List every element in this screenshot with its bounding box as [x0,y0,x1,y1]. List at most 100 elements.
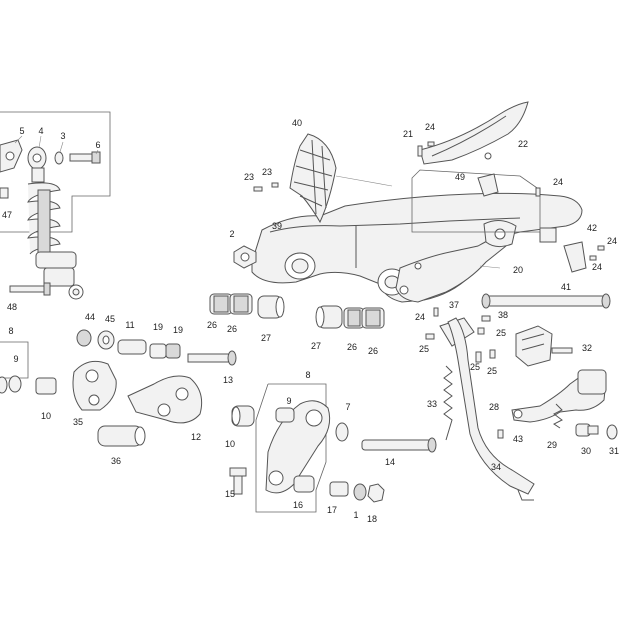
callout-7: 7 [345,402,350,412]
screw-24b [535,187,541,197]
callout-32: 32 [582,343,592,353]
bushing-9a [0,376,8,394]
bolt-15-head [229,467,247,477]
callout-26-b: 26 [227,324,237,334]
callout-38: 38 [498,310,508,320]
callout-10-mid: 10 [225,439,235,449]
callout-41: 41 [561,282,571,292]
callout-34: 34 [491,462,501,472]
shock-group-frame [0,111,111,233]
callout-25-c: 25 [470,362,480,372]
screw-25c [475,351,482,363]
callout-26-a: 26 [207,320,217,330]
shock-spacer-part [0,187,9,199]
callout-49: 49 [455,172,465,182]
link-axle-14 [361,437,437,453]
screw-24e [433,307,439,317]
callout-8-right: 8 [305,370,310,380]
callout-13: 13 [223,375,233,385]
shock-washer-part [54,151,64,165]
screw-38 [481,315,491,322]
callout-26-d: 26 [368,346,378,356]
callout-3: 3 [60,131,65,141]
pivot-bearings-right [315,305,385,329]
swingarm-edge-line [269,217,521,233]
swingarm-end-plate [539,227,557,243]
shock-absorber-group [0,111,111,300]
washer-9a [8,375,22,393]
footrest-peg [577,369,607,395]
screw-23a [253,186,263,192]
callout-24-top: 24 [425,122,435,132]
screw-43 [497,429,504,439]
callout-5: 5 [19,126,24,136]
callout-23-left: 23 [244,172,254,182]
rear-axle-part [481,293,611,309]
shock-bracket-hole [5,151,15,161]
chain-guard-part [289,133,393,224]
callout-36: 36 [111,456,121,466]
pivot-bearings-left [209,293,285,319]
spacer-10a [35,377,57,395]
screw-32 [551,347,573,354]
callout-22: 22 [518,139,528,149]
swingarm-part [251,192,583,303]
callout-45: 45 [105,314,115,324]
callout-25-d: 25 [487,366,497,376]
callout-27-right: 27 [311,341,321,351]
link-bolt-13 [187,353,231,363]
callout-29: 29 [547,440,557,450]
washer-44 [76,329,92,347]
callout-30: 30 [581,446,591,456]
nut-18 [367,483,385,503]
screw-25b [477,327,485,335]
callout-24-low: 24 [592,262,602,272]
rocker-35 [72,360,117,411]
callout-14: 14 [385,457,395,467]
linkage-group-right [229,383,385,513]
screw-24a [427,141,435,147]
callout-19-a: 19 [153,322,163,332]
callout-1: 1 [353,510,358,520]
screw-24d [589,255,597,261]
spacer-11 [117,339,147,355]
callout-42: 42 [587,223,597,233]
callout-40: 40 [292,118,302,128]
callout-26-c: 26 [347,342,357,352]
callout-19-b: 19 [173,325,183,335]
callout-6: 6 [95,140,100,150]
footrest-rubber-32 [515,325,553,367]
callout-16: 16 [293,500,303,510]
bearing-race-26a [213,295,229,313]
chain-tensioner-part [563,241,587,273]
callout-10-left: 10 [41,411,51,421]
callout-31: 31 [609,446,619,456]
sidestand-leg-34 [447,317,535,495]
callout-21: 21 [403,129,413,139]
callout-17: 17 [327,505,337,515]
small-screws [253,141,605,317]
callout-43: 43 [513,434,523,444]
cover-bracket-part [477,173,499,197]
callout-27-left: 27 [261,333,271,343]
callout-9-right: 9 [286,396,291,406]
callout-39: 39 [272,221,282,231]
screw-25d [489,349,496,359]
linkage-frame-right [255,383,327,513]
spacer-17 [329,481,349,497]
callout-24-bottom: 24 [415,312,425,322]
footrest-clip-31 [606,424,618,440]
bolt-15 [233,475,243,495]
footrest-group [511,325,618,440]
callout-25-b: 25 [419,344,429,354]
callout-33: 33 [427,399,437,409]
callout-37: 37 [449,300,459,310]
shock-lower-bolt-part [9,282,51,296]
callout-labels: 5 4 3 6 47 48 40 23 23 39 2 21 24 22 49 … [2,118,619,524]
shock-bolt-part [69,151,101,164]
screw-21 [417,145,423,157]
washer-7 [335,422,349,442]
sidestand-group [425,315,535,501]
